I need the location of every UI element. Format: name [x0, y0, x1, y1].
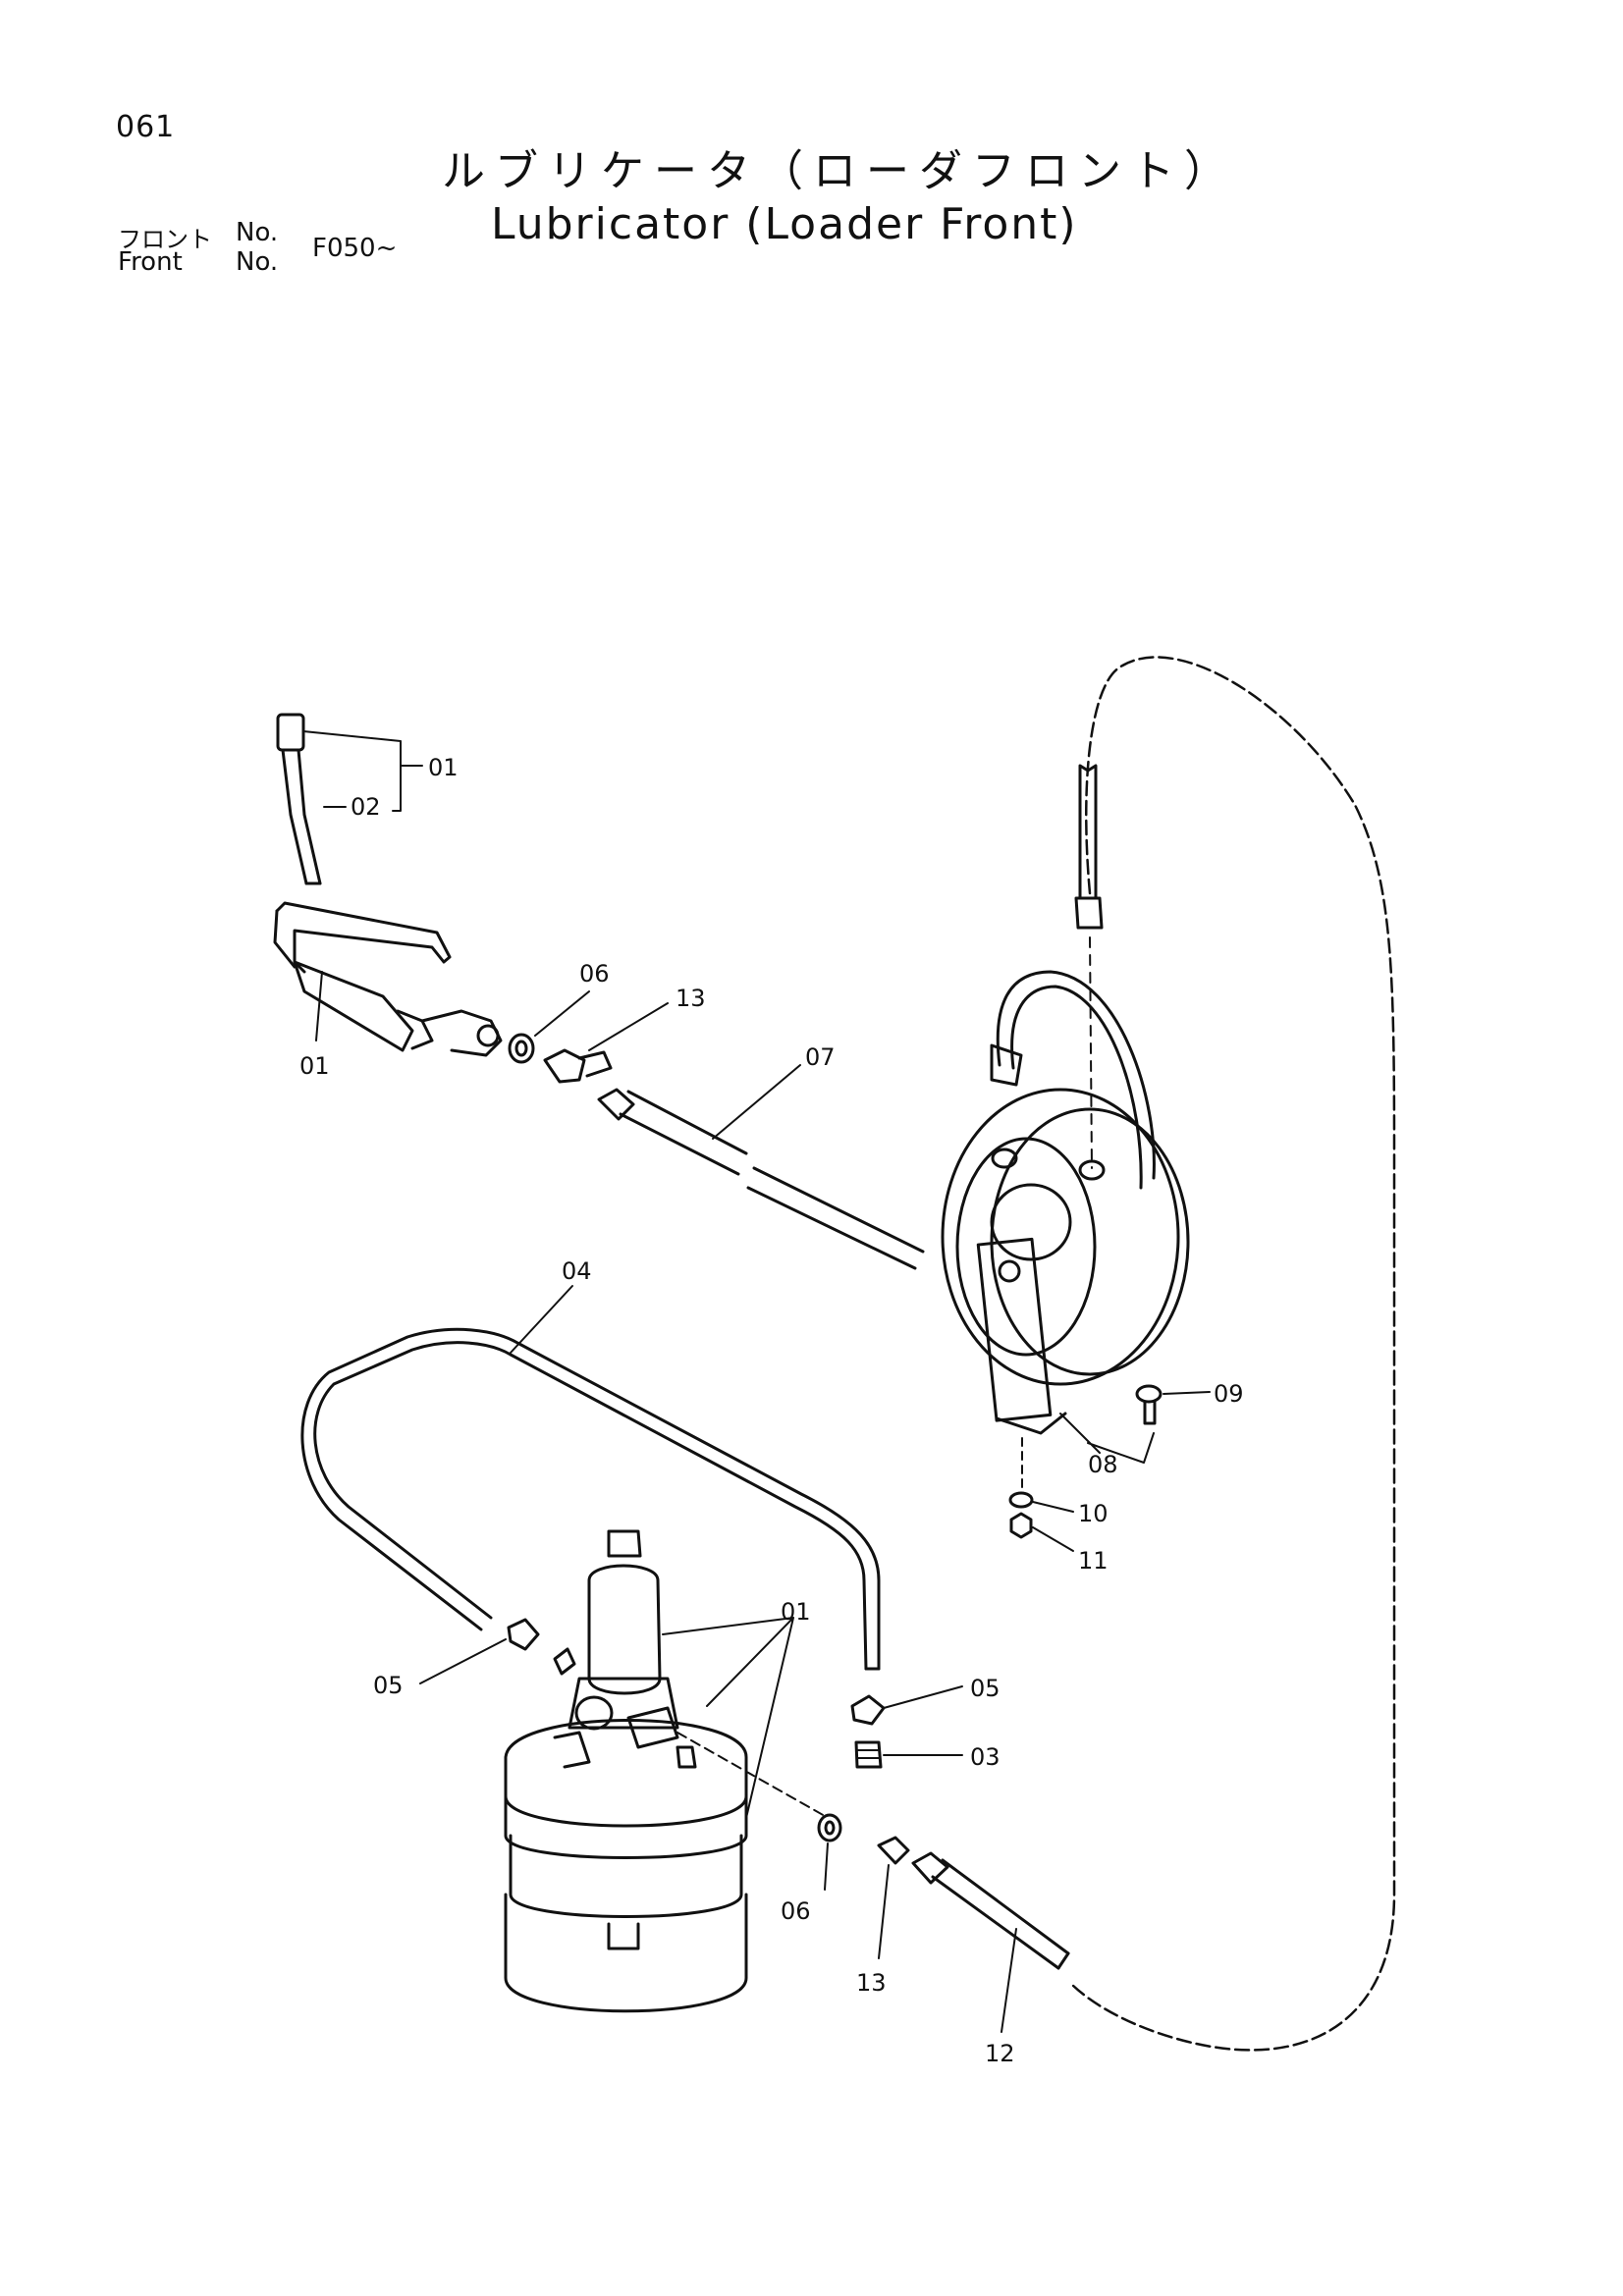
front-serial-value: F050~ [312, 234, 398, 263]
callout-13-top: 13 [676, 985, 706, 1012]
front-no-label-english: No. [236, 247, 279, 277]
seal-ring-top [508, 1033, 535, 1064]
callout-12: 12 [985, 2040, 1015, 2067]
callout-03: 03 [970, 1743, 1001, 1771]
callout-01-gun: 01 [299, 1052, 330, 1080]
hose-12 [911, 1851, 1070, 1970]
hose-route-dashed-line [1068, 656, 1396, 2052]
washer-10 [1008, 1491, 1034, 1509]
leader-08 [1059, 1413, 1155, 1464]
seal-ring-bottom [817, 1813, 842, 1842]
callout-02: 02 [351, 793, 381, 821]
grease-gun [273, 901, 503, 1057]
leader-12 [1001, 1928, 1017, 2033]
callout-08: 08 [1088, 1451, 1118, 1478]
callout-11: 11 [1078, 1547, 1109, 1575]
bolt-09 [1135, 1384, 1163, 1425]
leader-04 [510, 1285, 573, 1354]
grease-pump [504, 1529, 748, 2013]
hose-04 [300, 1327, 881, 1671]
plug-03 [854, 1740, 883, 1769]
callout-07: 07 [805, 1043, 836, 1071]
leader-10 [1032, 1501, 1074, 1513]
nut-11 [1009, 1512, 1033, 1539]
adapter-fitting-top [543, 1048, 613, 1084]
leader-09 [1163, 1391, 1211, 1395]
page-title-english: Lubricator (Loader Front) [491, 199, 1078, 249]
callout-01-hose: 01 [428, 754, 459, 781]
adapter-fitting-bottom [877, 1836, 910, 1865]
leader-07 [712, 1064, 801, 1140]
callout-04: 04 [562, 1257, 592, 1285]
callout-05-left: 05 [373, 1672, 404, 1699]
leader-11 [1032, 1526, 1074, 1552]
hose-reel [941, 1088, 1190, 1435]
coupling-05-left [507, 1618, 540, 1651]
reel-inlet-hose [990, 970, 1156, 1190]
leader-05-right [883, 1685, 963, 1709]
callout-05-right: 05 [970, 1675, 1001, 1702]
callout-06-top: 06 [579, 960, 610, 988]
callout-10: 10 [1078, 1500, 1109, 1527]
callout-09: 09 [1214, 1380, 1244, 1408]
upright-pipe [1074, 764, 1104, 1169]
leader-06-bottom [824, 1842, 829, 1891]
page-title-japanese: ルブリケータ（ローダフロント） [442, 146, 1237, 196]
leader-05-left [419, 1638, 507, 1684]
front-label-english: Front [118, 247, 183, 277]
callout-06-bottom: 06 [781, 1897, 811, 1925]
fitting-left-small [553, 1647, 576, 1676]
grease-hose-end [276, 713, 322, 885]
callout-bracket-01-02 [302, 730, 423, 812]
page-number: 061 [116, 110, 176, 144]
leader-06-top [534, 990, 590, 1037]
coupling-05-right [850, 1694, 886, 1726]
hose-07 [597, 1088, 925, 1270]
leader-01-pump [662, 1617, 794, 1819]
front-label-japanese: フロント [118, 226, 212, 253]
leader-13-bottom [878, 1864, 890, 1959]
front-no-label: No. [236, 218, 279, 247]
callout-13-bottom: 13 [856, 1969, 887, 1997]
pump-outlet-dashed [676, 1732, 826, 1817]
leader-13-top [588, 1002, 669, 1051]
leader-01-gun [315, 971, 323, 1041]
callout-01-pump: 01 [781, 1598, 811, 1626]
